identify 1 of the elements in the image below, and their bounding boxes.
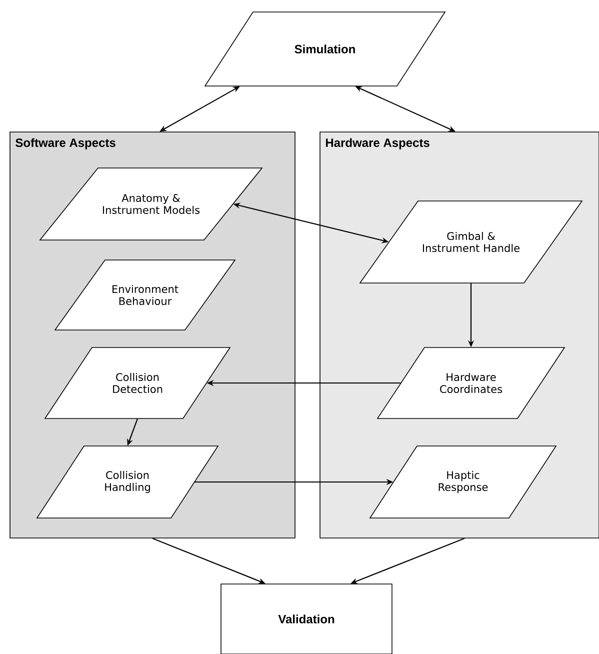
process-box: Validation [220, 584, 392, 654]
